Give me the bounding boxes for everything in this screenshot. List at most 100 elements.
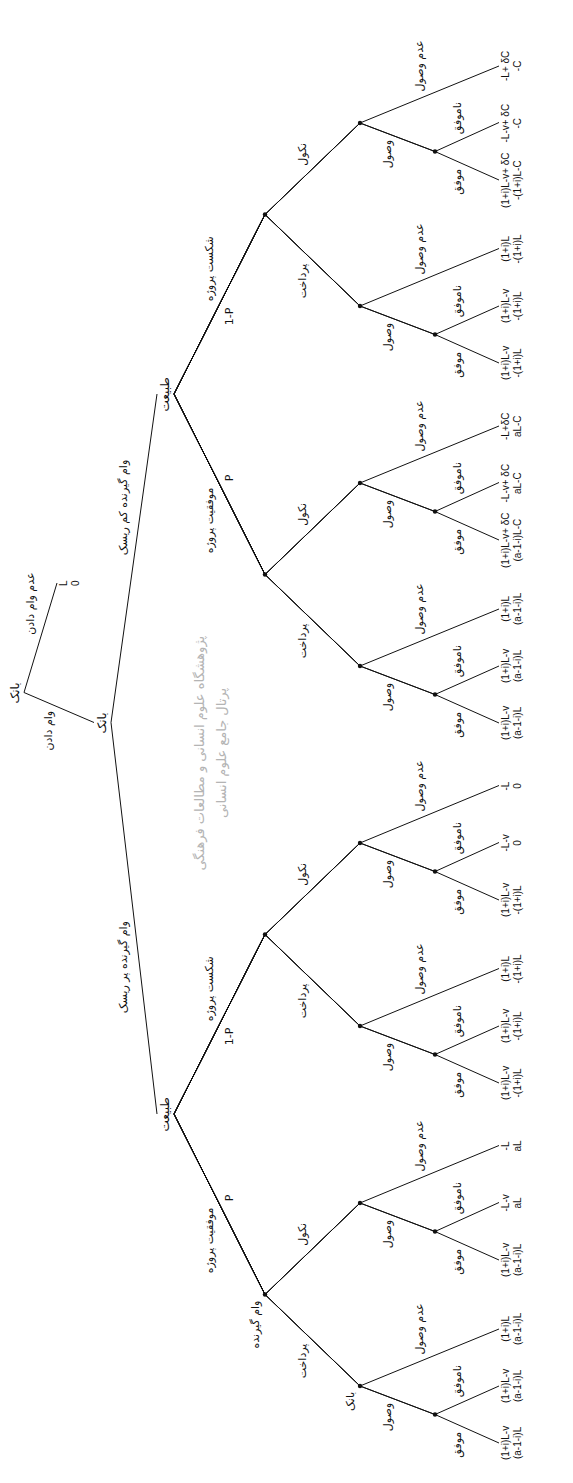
- tree-branch: [111, 723, 157, 1115]
- bank-payoff: (1+i)L-v: [500, 1009, 512, 1043]
- borrower-payoff: (a-1-i)L: [512, 1243, 524, 1277]
- branch-label: عدم وصول: [413, 1304, 427, 1355]
- bank-payoff: (1+i)L: [500, 593, 512, 625]
- player-name: بانک: [95, 712, 110, 733]
- node-dot: [263, 212, 267, 216]
- borrower-payoff: -(1+i)L: [512, 1009, 524, 1043]
- branch-label: موفق: [451, 169, 465, 195]
- bank-payoff: (1+i)L: [500, 1313, 512, 1345]
- branch-label: موفق: [451, 1072, 465, 1098]
- decision-node: بانک: [95, 712, 110, 733]
- branch-label: عدم وصول: [413, 41, 427, 92]
- node-dot: [358, 841, 362, 845]
- branch-label: پرداخت: [296, 1344, 310, 1379]
- branch-label: وصول: [381, 140, 395, 168]
- branch-label: ناموفق: [451, 1182, 465, 1214]
- bank-payoff: -L-v: [500, 834, 512, 851]
- tree-branch: [174, 394, 499, 575]
- payoff-leaf: -L0: [500, 782, 524, 791]
- tree-branch: [174, 394, 499, 666]
- node-dot: [358, 1384, 362, 1388]
- borrower-payoff: -(1+i)L: [512, 346, 524, 380]
- bank-payoff: (1+i)L-v: [500, 1369, 512, 1403]
- borrower-payoff: -C: [512, 51, 524, 81]
- node-dot: [358, 304, 362, 308]
- branch-label: موفقیت پروژه: [203, 1208, 217, 1274]
- tree-branch: [174, 935, 499, 1115]
- watermark-text: پژوهشگاه علوم انسانی و مطالعات فرهنگی: [192, 636, 208, 871]
- branch-label: عدم وصول: [413, 584, 427, 635]
- tree-branch: [174, 843, 499, 1115]
- node-dot: [433, 1052, 437, 1056]
- branch-label: وصول: [381, 1043, 395, 1071]
- player-name: بانک: [8, 682, 23, 703]
- branch-label: عدم وصول: [413, 761, 427, 812]
- decision-node: طبیعت: [158, 1097, 173, 1131]
- borrower-payoff: aL: [512, 1194, 524, 1211]
- payoff-leaf: (1+i)L-(1+i)L: [500, 234, 524, 263]
- tree-branch: [174, 394, 499, 575]
- branch-label: عدم وصول: [413, 1121, 427, 1172]
- payoff-leaf: (1+i)L-v-(1+i)L: [500, 883, 524, 917]
- payoff-leaf: -LaL: [500, 1140, 524, 1151]
- payoff-leaf: (1+i)L-(1+i)L: [500, 954, 524, 983]
- decision-node: بانک: [8, 682, 23, 703]
- borrower-payoff: -(1+i)L: [512, 1066, 524, 1100]
- probability-label: 1-P: [223, 1028, 237, 1046]
- tree-branch: [174, 123, 499, 395]
- payoff-leaf: -L-v+ δCaL-C: [500, 464, 524, 503]
- bank-payoff: (1+i)L: [500, 234, 512, 263]
- bank-payoff: -L-v: [500, 1194, 512, 1211]
- node-dot: [263, 1292, 267, 1296]
- payoff-leaf: -L+ δC-C: [500, 51, 524, 81]
- tree-branch: [174, 935, 499, 1115]
- tree-branch: [174, 394, 499, 695]
- branch-label: وصول: [381, 500, 395, 528]
- bank-payoff: (1+i)L-v: [500, 649, 512, 683]
- branch-label: نکول: [296, 1223, 310, 1246]
- payoff-leaf: (1+i)L-v-(1+i)L: [500, 289, 524, 323]
- branch-label: موفقیت پروژه: [203, 488, 217, 554]
- node-dot: [433, 149, 437, 153]
- payoff-leaf: (1+i)L-v+ δC-(1+i)L-C: [500, 152, 524, 208]
- branch-label: ناموفق: [451, 1005, 465, 1037]
- bank-payoff: (1+i)L-v: [500, 1066, 512, 1100]
- branch-label: ناموفق: [451, 102, 465, 134]
- node-dot: [358, 481, 362, 485]
- branch-label: ناموفق: [451, 1365, 465, 1397]
- tree-branch: [174, 1114, 499, 1443]
- branch-label: وصول: [381, 1403, 395, 1431]
- bank-payoff: (1+i)L-v: [500, 289, 512, 323]
- borrower-payoff: (a-1-i)L: [512, 706, 524, 740]
- player-label: بانک: [344, 1392, 358, 1411]
- tree-branch: [111, 394, 157, 723]
- branch-label: ناموفق: [451, 645, 465, 677]
- branch-label: پرداخت: [296, 624, 310, 659]
- branch-label: موفق: [451, 1432, 465, 1458]
- node-dot: [263, 572, 267, 576]
- branch-label: موفق: [451, 889, 465, 915]
- borrower-payoff: -(1+i)L: [512, 883, 524, 917]
- bank-payoff: -L-v+ δC: [500, 464, 512, 503]
- borrower-payoff: (a-1-i)L-C: [512, 512, 524, 568]
- node-dot: [263, 932, 267, 936]
- branch-label: وصول: [381, 860, 395, 888]
- borrower-payoff: -C: [512, 104, 524, 143]
- bank-payoff: -L+ δC: [500, 51, 512, 81]
- branch-label: موفق: [451, 712, 465, 738]
- bank-payoff: (1+i)L-v+ δC: [500, 512, 512, 568]
- tree-branch: [174, 1114, 499, 1415]
- bank-payoff: -L+δC: [500, 412, 512, 440]
- payoff-leaf: (1+i)L-v+ δC(a-1-i)L-C: [500, 512, 524, 568]
- branch-label: نکول: [296, 143, 310, 166]
- branch-label: عدم وصول: [413, 944, 427, 995]
- tree-branch: [174, 123, 499, 394]
- tree-branch: [24, 693, 94, 723]
- tree-branch: [174, 215, 499, 395]
- payoff-leaf: (1+i)L(a-1-i)L: [500, 593, 524, 625]
- borrower-payoff: -(1+i)L: [512, 954, 524, 983]
- tree-branch: [174, 1114, 499, 1295]
- branch-label: نکول: [296, 503, 310, 526]
- payoff-leaf: L0: [58, 580, 82, 586]
